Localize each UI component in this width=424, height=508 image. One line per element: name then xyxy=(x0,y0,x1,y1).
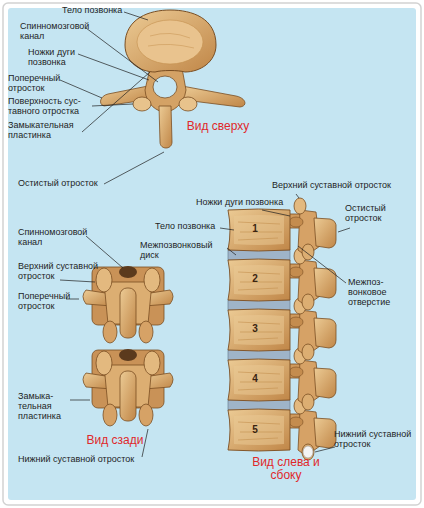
callout-number: 4 xyxy=(248,373,262,384)
view-caption: Вид сверху xyxy=(178,120,258,133)
part-label: Нижний суставной отросток xyxy=(334,430,414,450)
frame xyxy=(3,3,421,505)
part-label: Межпоз- вонковое отверстие xyxy=(348,278,398,308)
side-view xyxy=(228,198,336,460)
callout-number: 5 xyxy=(248,424,262,435)
callout-number: 1 xyxy=(248,223,262,234)
view-caption: Вид слева и сбоку xyxy=(236,456,336,482)
part-label: Поперечный отросток xyxy=(18,292,73,312)
view-caption: Вид сзади xyxy=(80,434,150,447)
callout-number: 2 xyxy=(248,273,262,284)
part-label: Ножки дуги позвонка xyxy=(196,198,288,208)
part-label: Верхний суставной отросток xyxy=(18,262,103,282)
part-label: Поверхность сус- тавного отростка xyxy=(8,97,90,117)
part-label: Межпозвонковый диск xyxy=(140,241,232,261)
part-label: Спинномозговой канал xyxy=(20,22,90,42)
part-label: Замыкательная пластинка xyxy=(8,121,78,141)
part-label: Верхний суставной отросток xyxy=(272,181,412,191)
part-label: Поперечный отросток xyxy=(8,74,63,94)
part-label: Замыка- тельная пластинка xyxy=(18,392,68,422)
part-label: Остистый отросток xyxy=(345,204,395,224)
part-label: Тело позвонка xyxy=(62,6,128,16)
part-label: Нижний суставной отросток xyxy=(18,455,143,465)
panel xyxy=(8,8,416,500)
leader-lines xyxy=(60,12,350,457)
part-label: Спинномозговой канал xyxy=(18,228,88,248)
callout-number: 3 xyxy=(248,323,262,334)
part-label: Остистый отросток xyxy=(18,179,118,189)
part-label: Тело позвонка xyxy=(155,222,223,232)
part-label: Ножки дуги позвонка xyxy=(28,48,83,68)
back-view xyxy=(83,266,173,426)
